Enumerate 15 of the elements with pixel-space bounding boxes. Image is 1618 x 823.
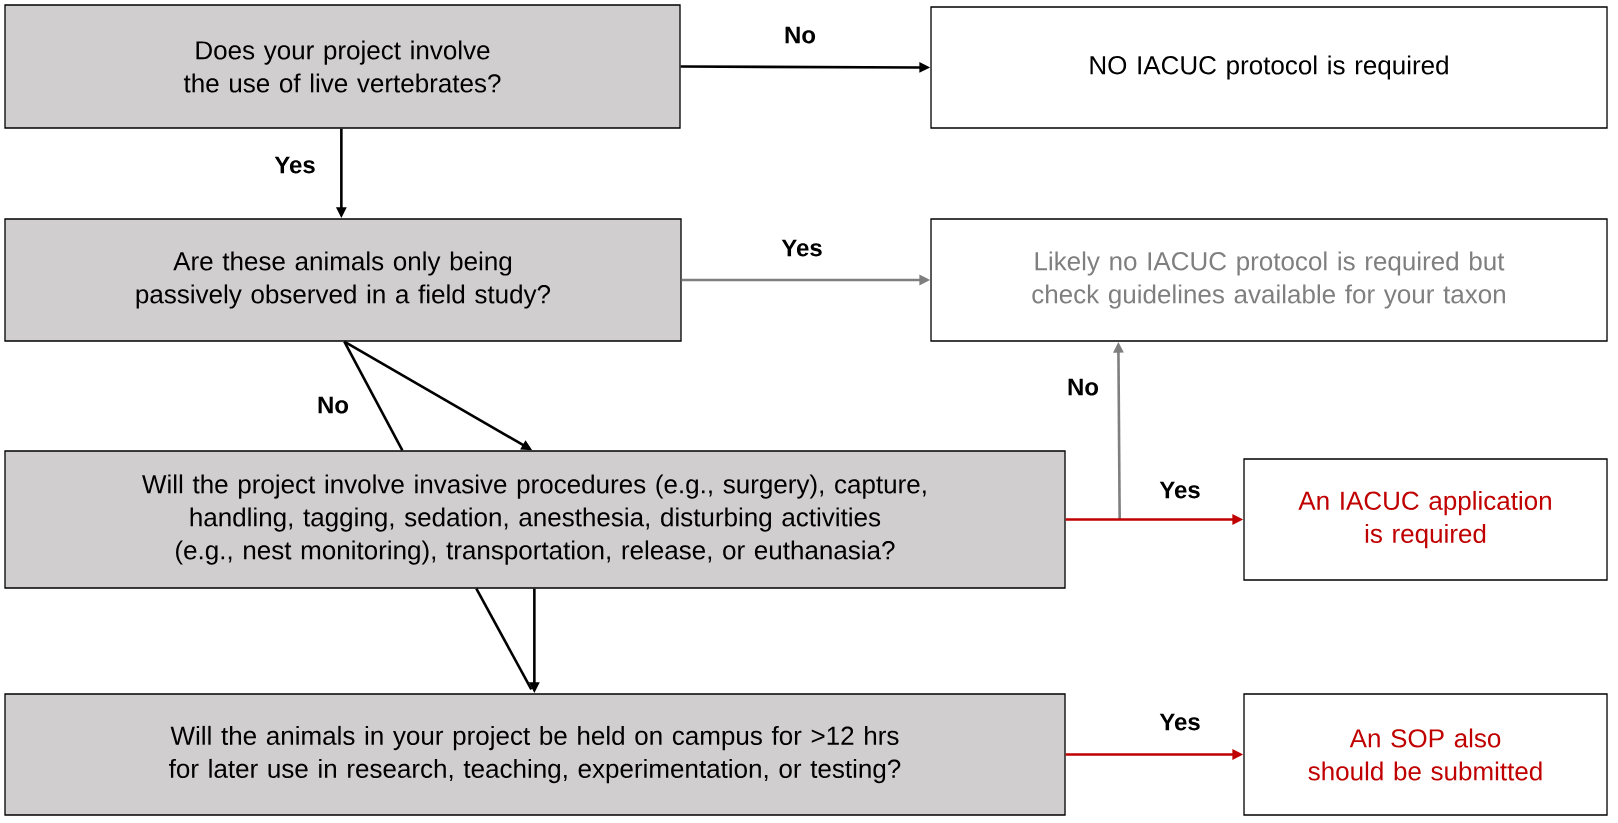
outcome-box: Likely no IACUC protocol is required but check guidelines available for your taxon [930,218,1608,342]
edge-label: No [1066,377,1100,397]
edge-label: Yes [1158,480,1202,500]
edge-label: Yes [273,155,317,175]
edge-label: Yes [780,238,824,258]
outcome-box: NO IACUC protocol is required [930,6,1608,129]
outcome-box: An IACUC application is required [1243,458,1608,581]
question-box: Will the project involve invasive procedures (e.g., surgery), capture, handling, tagging, sedation, anesthesia, disturbing activities (e.g., nest monitoring), transportation, release, or euthanasia? [4,450,1066,589]
question-box: Does your project involve the use of live vertebrates? [4,4,681,129]
outcome-box: An SOP also should be submitted [1243,693,1608,816]
question-box: Will the animals in your project be held on campus for >12 hrs for later use in research, teaching, experimentation, or testing? [4,693,1066,816]
question-box: Are these animals only being passively observed in a field study? [4,218,682,342]
edge-label: No [316,395,350,415]
edge-label: No [783,25,817,45]
edge-label: Yes [1158,712,1202,732]
